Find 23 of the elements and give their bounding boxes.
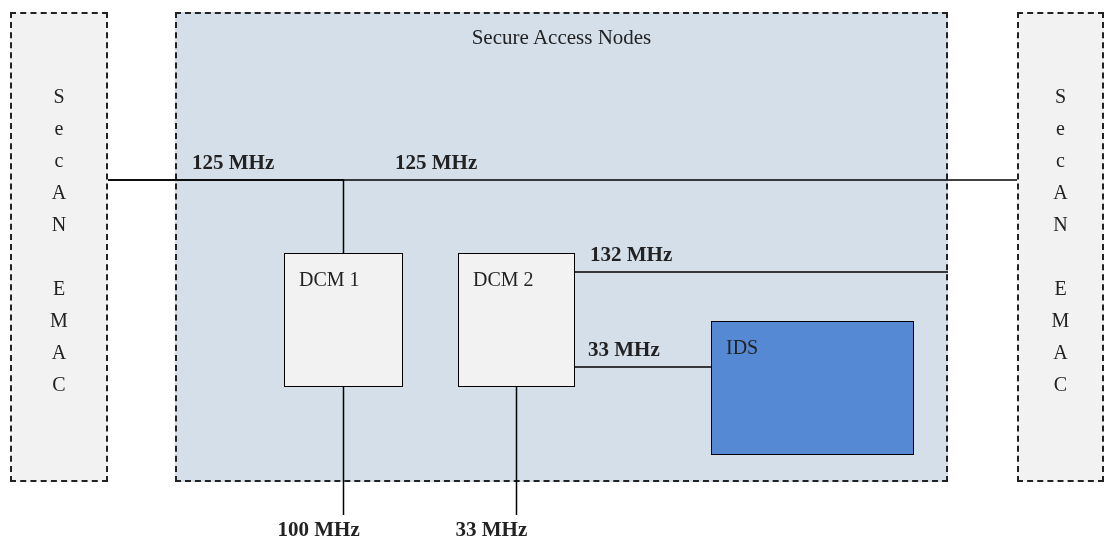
box-label: IDS (726, 335, 759, 360)
side-panel (1017, 12, 1104, 482)
box-label: DCM 1 (299, 267, 360, 292)
edge-label: 125 MHz (395, 149, 478, 175)
vertical-label: SecAN EMAC (49, 84, 69, 397)
side-panel (10, 12, 108, 482)
edge-label: 132 MHz (590, 241, 673, 267)
connector-line (342, 386, 345, 516)
vertical-label: SecAN EMAC (1050, 84, 1071, 397)
connector-line (574, 271, 949, 273)
process-box (284, 253, 403, 387)
connector-line (574, 366, 712, 368)
connector-line (107, 179, 1018, 181)
edge-label: 125 MHz (192, 149, 275, 175)
group-title: Secure Access Nodes (470, 24, 653, 51)
group-box (175, 12, 948, 482)
box-label: DCM 2 (473, 267, 534, 292)
edge-label: 33 MHz (455, 516, 528, 542)
edge-label: 100 MHz (277, 516, 360, 542)
connector-line (515, 386, 518, 516)
process-box (711, 321, 914, 455)
process-box (458, 253, 575, 387)
edge-label: 33 MHz (588, 336, 660, 362)
